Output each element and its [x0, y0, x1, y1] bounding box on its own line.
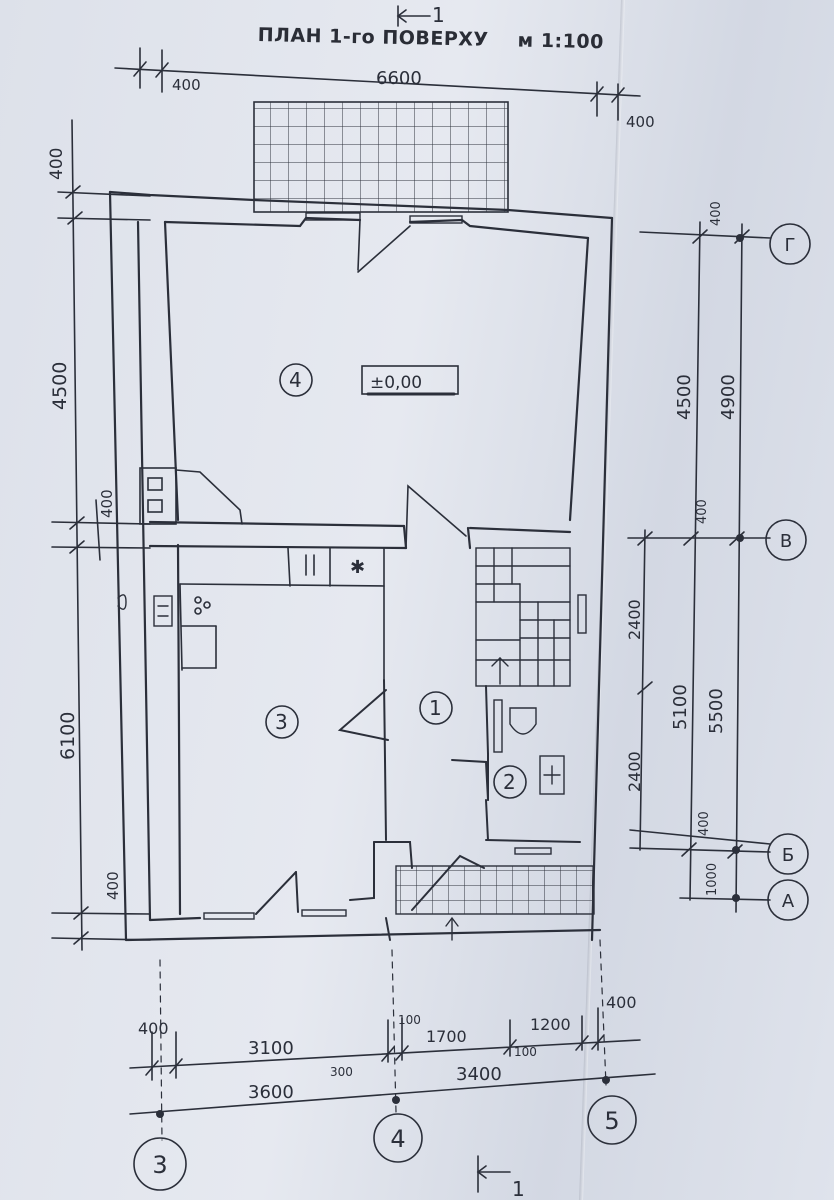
axis-col-4	[373, 1113, 423, 1163]
room-1-label: 1	[429, 696, 442, 720]
windows	[203, 212, 587, 920]
dim-right-bottom: 1000	[705, 863, 720, 896]
entrance-arrow	[445, 916, 459, 941]
dim-top-total: 6600	[376, 68, 422, 89]
axis-col-3-label: 3	[152, 1151, 167, 1179]
room-1-circle	[419, 691, 453, 725]
dim-bottom-total-a: 3600	[248, 1082, 294, 1103]
dim-lines-bottom	[129, 1007, 656, 1115]
section-marker-top-label: 1	[432, 3, 445, 27]
staircase	[475, 547, 571, 687]
dim-top-right: 400	[626, 113, 655, 131]
axis-row-b-label: Б	[782, 845, 794, 866]
room-2-label: 2	[503, 770, 516, 794]
dim-right-top: 400	[709, 201, 724, 226]
dim-right-stair-b: 2400	[625, 751, 644, 792]
dim-lines-left	[51, 119, 151, 951]
dim-right-mid-inner: 5100	[670, 684, 691, 730]
dim-right-upper-total: 4900	[718, 374, 739, 420]
axis-col-4-label: 4	[390, 1125, 405, 1153]
section-marker-top	[396, 5, 431, 27]
dim-left-upper: 4500	[49, 362, 71, 410]
section-marker-bottom-label: 1	[512, 1177, 525, 1200]
dim-top-left: 400	[172, 76, 201, 94]
dim-left-wall: 400	[98, 489, 116, 518]
stove-icon: ✱	[350, 557, 365, 578]
room-4-label: 4	[289, 368, 302, 392]
axis-lines	[159, 939, 607, 1141]
dim-line-top	[114, 47, 641, 121]
bathroom-fixtures	[493, 699, 565, 795]
axis-row-v-label: В	[780, 531, 792, 552]
entrance-tiles	[395, 865, 595, 915]
room-4-circle	[279, 363, 313, 397]
room-2-circle	[493, 765, 527, 799]
axis-row-a	[767, 879, 809, 921]
dim-bottom-seg-a: 3100	[248, 1038, 294, 1059]
axis-col-5-label: 5	[604, 1107, 619, 1135]
section-marker-bottom	[476, 1155, 511, 1193]
dim-bottom-seg-b: 300	[330, 1065, 353, 1079]
axis-col-3	[133, 1137, 187, 1191]
door-top	[357, 219, 411, 273]
axis-row-a-label: А	[782, 891, 795, 912]
outer-walls	[108, 190, 614, 942]
dim-lines-right	[627, 221, 771, 913]
dim-right-upper-inner: 4500	[674, 374, 695, 420]
dim-bottom-seg-d: 1700	[426, 1027, 467, 1046]
terrace-tiles	[253, 101, 509, 213]
room-3-circle	[265, 705, 299, 739]
level-mark: ±0,00	[370, 373, 422, 393]
entrance-walls	[255, 841, 485, 941]
dim-left-bottom: 400	[104, 871, 122, 900]
dim-left-lower: 6100	[57, 712, 79, 760]
axis-row-b	[767, 833, 809, 875]
dim-right-lower: 400	[697, 811, 712, 836]
utility-shaft	[117, 594, 173, 627]
dim-bottom-left: 400	[138, 1019, 169, 1038]
internal-wall-middle	[148, 520, 572, 550]
dim-bottom-seg-f: 100	[514, 1045, 537, 1059]
axis-row-g-label: Г	[785, 235, 796, 256]
kitchen-counter	[179, 547, 385, 681]
dim-bottom-right: 400	[606, 993, 637, 1012]
dim-bottom-total-b: 3400	[456, 1064, 502, 1085]
door-hall	[405, 484, 467, 549]
dim-bottom-seg-c: 100	[398, 1013, 421, 1027]
dim-right-mid-total: 5500	[706, 688, 727, 734]
dim-left-top: 400	[47, 148, 67, 180]
axis-row-g	[769, 223, 811, 265]
dim-right-wall: 400	[695, 499, 710, 524]
room-3-label: 3	[275, 710, 288, 734]
axis-row-v	[765, 519, 807, 561]
dim-right-stair-a: 2400	[625, 599, 644, 640]
hall-walls	[337, 679, 581, 843]
vent-block	[139, 467, 243, 525]
axis-col-5	[587, 1095, 637, 1145]
dim-bottom-seg-e: 1200	[530, 1015, 571, 1034]
